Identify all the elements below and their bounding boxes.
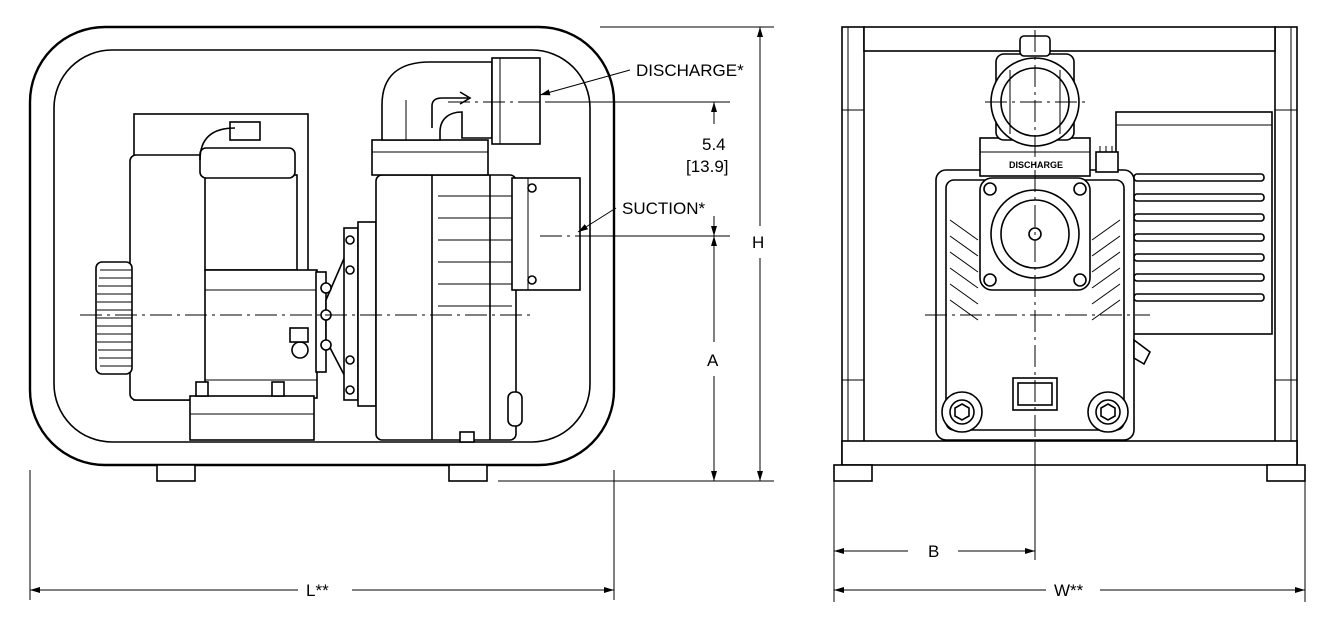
pump-top-flange — [371, 139, 489, 176]
side-foot-left — [156, 464, 196, 482]
air-filter-icon — [95, 261, 133, 375]
side-frame-inner — [53, 49, 591, 443]
side-view — [28, 25, 616, 482]
front-pump-body — [935, 146, 1152, 441]
front-view: DISCHARGE — [833, 26, 1306, 482]
front-bottom-bar — [841, 440, 1298, 466]
suction-label: SUCTION* — [622, 199, 706, 218]
offset-inch-label: 5.4 — [702, 135, 726, 154]
offset-cm-label: [13.9] — [686, 157, 729, 176]
casing-drain-icon — [507, 391, 523, 427]
dim-b-label: B — [928, 542, 939, 561]
flow-arrow-icon — [431, 97, 468, 128]
front-post-left — [841, 26, 865, 466]
front-dimensions — [833, 445, 1306, 602]
front-post-right — [1274, 26, 1298, 466]
side-frame-outer — [28, 25, 616, 467]
dim-a-label: A — [707, 351, 719, 370]
side-foot-right — [448, 464, 488, 482]
front-foot-left — [833, 464, 873, 482]
mount-bolt-left — [195, 381, 209, 397]
front-engine — [1115, 111, 1273, 335]
drain-plug-icon — [291, 341, 309, 359]
side-dimensions — [29, 26, 774, 600]
fuel-cap — [229, 121, 261, 141]
hex-plug-right-icon — [1087, 391, 1129, 433]
pump-casing — [371, 139, 581, 443]
length-label: L** — [306, 581, 329, 600]
coupling-bracket — [315, 221, 377, 407]
front-foot-right — [1266, 464, 1306, 482]
discharge-elbow — [381, 57, 541, 145]
discharge-label: DISCHARGE* — [636, 61, 744, 80]
mount-bolt-right — [271, 381, 285, 397]
hex-plug-left-icon — [941, 391, 983, 433]
engine — [95, 113, 318, 441]
discharge-flange — [491, 57, 541, 145]
fuel-tank-top — [199, 147, 296, 179]
height-label: H — [752, 233, 764, 252]
engine-base — [189, 395, 315, 441]
suction-flange — [511, 177, 581, 291]
fuel-line — [199, 127, 236, 161]
fuel-tank — [204, 174, 298, 271]
engine-shroud — [129, 154, 211, 401]
width-label: W** — [1054, 581, 1084, 600]
discharge-plate-label: DISCHARGE — [1009, 160, 1063, 170]
front-top-bar — [863, 26, 1276, 52]
